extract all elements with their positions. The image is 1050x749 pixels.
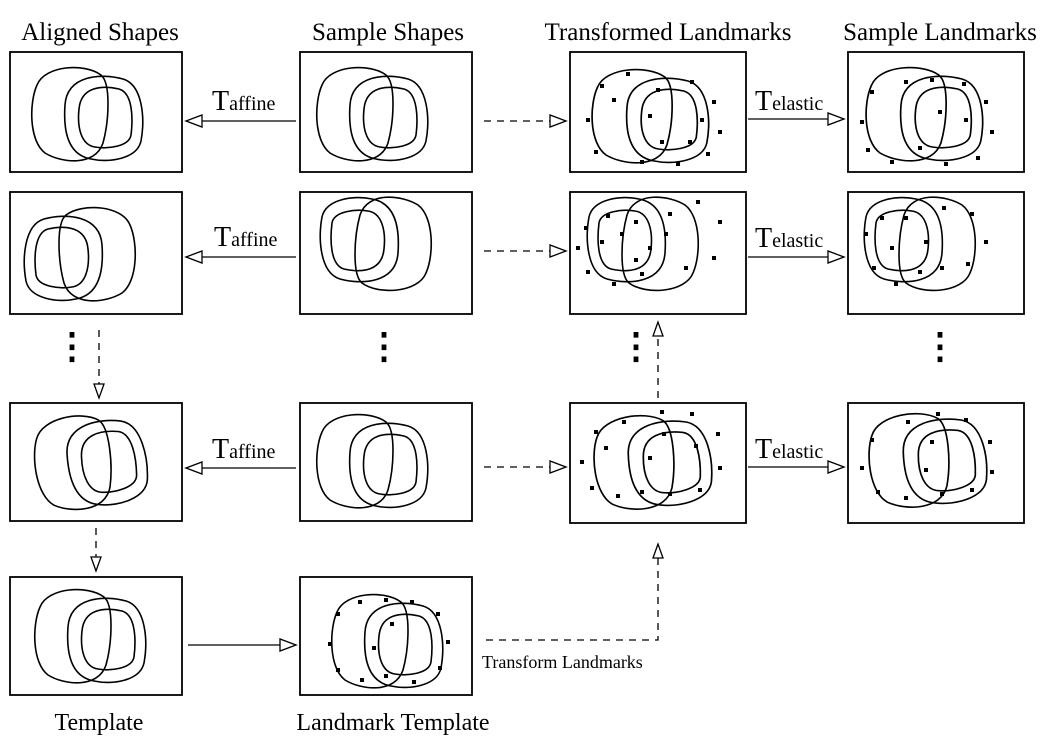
caption-landmark-template: Landmark Template — [296, 710, 489, 736]
ellipsis-landmarks: ⋮ — [922, 326, 958, 366]
box-transformed-1 — [569, 51, 747, 173]
header-transformed-landmarks: Transformed Landmarks — [545, 19, 792, 46]
header-aligned-shapes: Aligned Shapes — [21, 19, 179, 46]
caption-template: Template — [55, 710, 144, 736]
label-taffine-3: Taffine — [212, 434, 276, 465]
affine-arrows — [184, 114, 296, 475]
box-sample-2 — [299, 191, 473, 315]
box-sample-3 — [299, 402, 473, 522]
box-landmarks-3 — [847, 402, 1025, 524]
label-taffine-2: Taffine — [214, 222, 278, 253]
box-aligned-3 — [9, 402, 183, 522]
ellipsis-sample: ⋮ — [366, 326, 402, 366]
header-sample-shapes: Sample Shapes — [312, 19, 464, 46]
dashed-arrows — [90, 114, 664, 641]
ellipsis-transformed: ⋮ — [618, 326, 654, 366]
header-sample-landmarks: Sample Landmarks — [843, 19, 1037, 46]
label-taffine-1: Taffine — [212, 86, 276, 117]
landmark-points — [328, 72, 994, 684]
label-telastic-1: Telastic — [755, 86, 823, 117]
label-telastic-3: Telastic — [755, 434, 823, 465]
boxes — [9, 51, 1025, 696]
box-template — [9, 576, 183, 696]
elastic-arrows — [748, 112, 846, 474]
box-landmarks-2 — [847, 191, 1025, 315]
box-landmarks-1 — [847, 51, 1025, 173]
caption-transform-landmarks: Transform Landmarks — [482, 652, 643, 672]
label-telastic-2: Telastic — [755, 223, 823, 254]
box-sample-1 — [299, 51, 473, 173]
ellipsis-aligned: ⋮ — [54, 326, 90, 366]
box-aligned-2 — [9, 191, 183, 315]
